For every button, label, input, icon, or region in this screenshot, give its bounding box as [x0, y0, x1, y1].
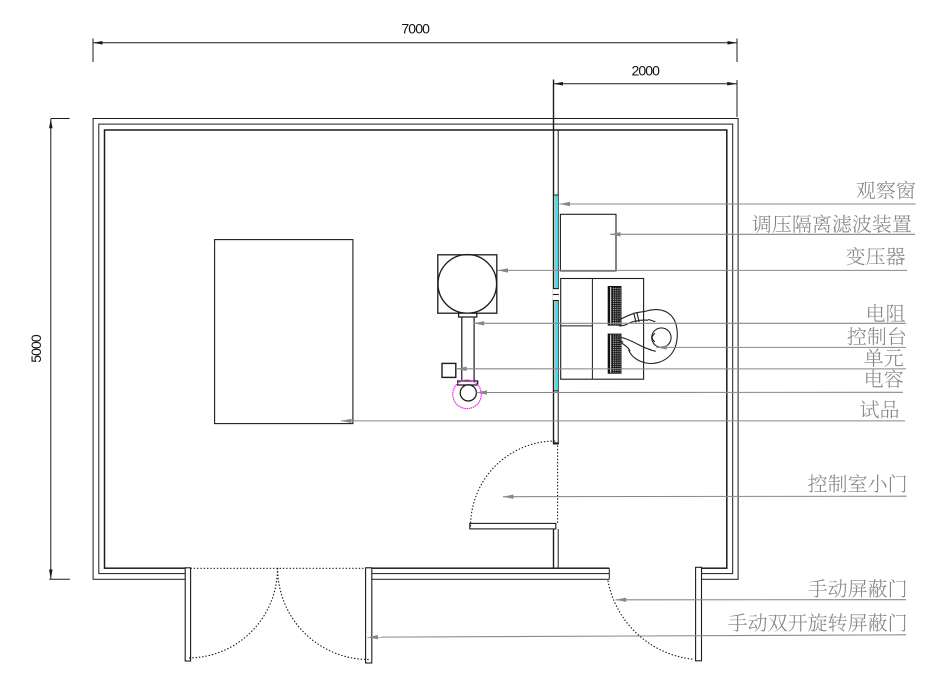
svg-text:5000: 5000: [28, 334, 44, 363]
svg-text:7000: 7000: [401, 21, 430, 37]
svg-text:2000: 2000: [632, 62, 661, 78]
